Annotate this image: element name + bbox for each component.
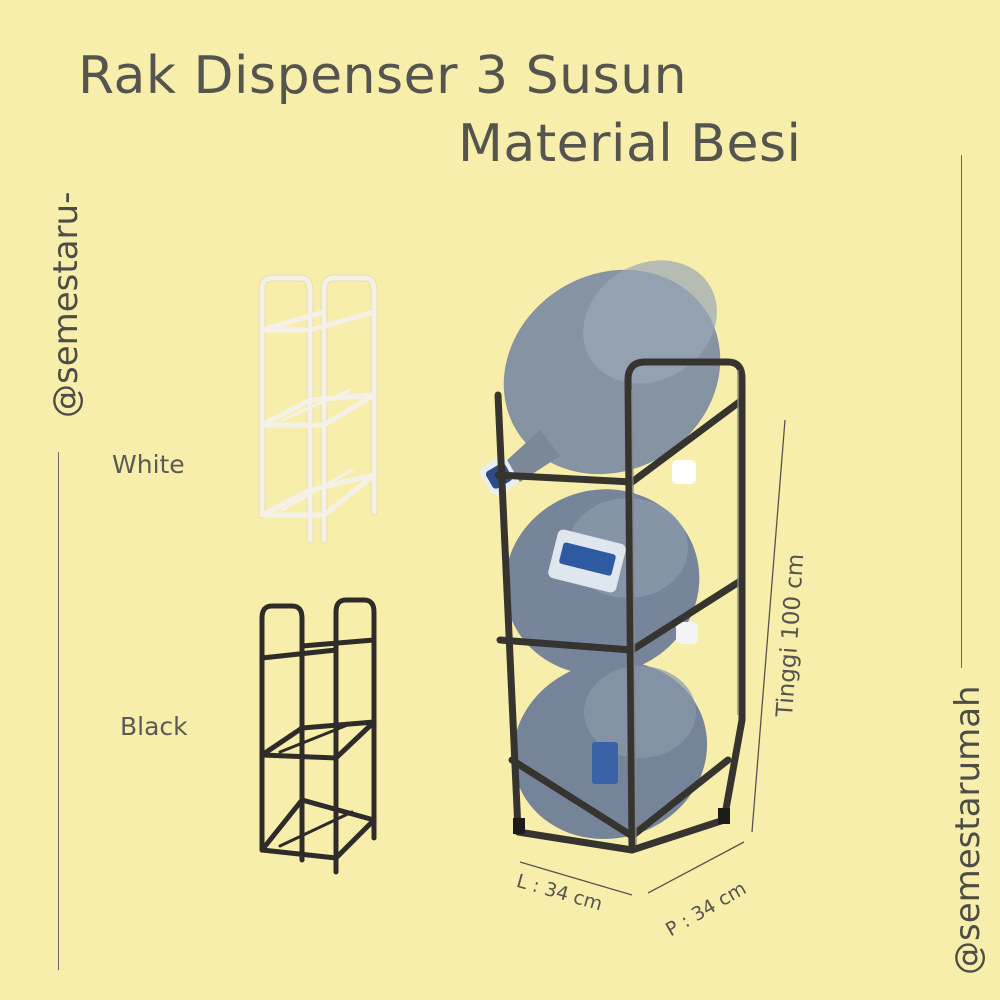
white-rack-image [258, 274, 378, 544]
right-divider-line [961, 155, 962, 668]
title-line-2: Material Besi [458, 114, 802, 174]
title-line-1: Rak Dispenser 3 Susun [78, 46, 688, 106]
dimension-lines [519, 419, 786, 896]
main-rack-image [480, 260, 746, 854]
variant-label-white: White [112, 450, 185, 479]
left-divider-line [58, 452, 59, 970]
black-rack-image [259, 597, 377, 875]
variant-label-black: Black [120, 712, 188, 741]
gallon-top [480, 260, 721, 496]
